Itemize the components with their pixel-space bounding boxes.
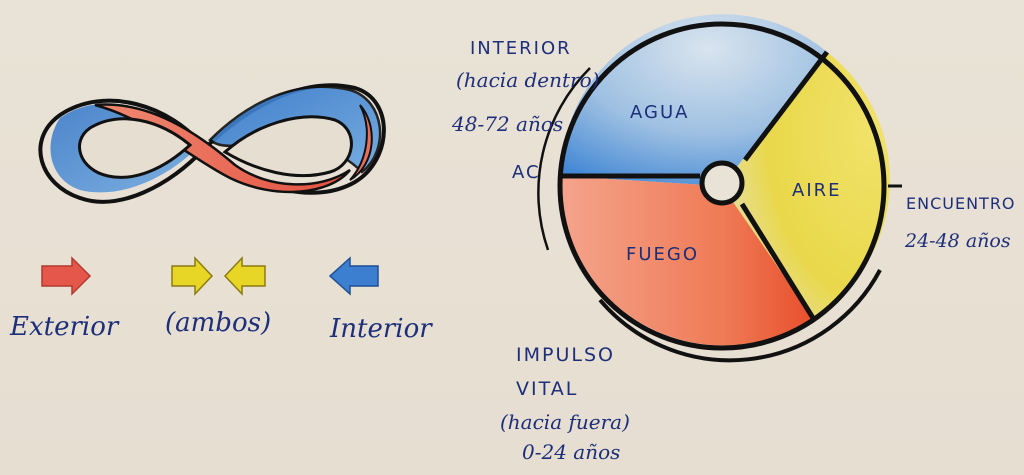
infinity-loop <box>38 83 386 204</box>
impulso-title: IMPULSO <box>516 344 615 366</box>
wheel-outer-arc <box>598 269 882 363</box>
infinity-inner-left <box>78 117 193 179</box>
infinity-inner-right <box>222 115 353 178</box>
wheel-left-arc <box>537 67 591 251</box>
wheel-segment-fuego <box>560 176 813 346</box>
encuentro-title: ENCUENTRO <box>906 194 1016 213</box>
arrow-right-icon <box>41 256 92 296</box>
segment-label-fuego: FUEGO <box>626 244 700 265</box>
segment-label-agua: AGUA <box>630 102 690 123</box>
wheel-hub <box>699 160 745 206</box>
arrows-inward-icon <box>171 256 266 296</box>
interior-title: INTERIOR <box>470 38 572 59</box>
interior-subtitle: (hacia dentro) <box>456 68 600 92</box>
divider-agua-aire <box>743 50 829 162</box>
legend-exterior-label: Exterior <box>10 312 119 342</box>
vital-title: VITAL <box>516 378 579 400</box>
legend-ambos-label: (ambos) <box>165 308 272 338</box>
wheel-segment-aire <box>722 52 890 318</box>
impulso-subtitle: (hacia fuera) <box>500 410 630 434</box>
segment-label-aire: AIRE <box>792 180 842 201</box>
impulso-age: 0-24 años <box>522 440 621 464</box>
ac-label: AC <box>512 162 541 183</box>
wheel-outer-ring <box>557 21 887 351</box>
divider-aire-fuego <box>739 202 816 320</box>
encuentro-age: 24-48 años <box>905 230 1011 252</box>
wheel <box>537 14 902 363</box>
infinity-red-right-edge <box>349 104 373 181</box>
arrow-left-icon <box>328 256 379 296</box>
legend-interior-label: Interior <box>330 314 432 344</box>
interior-age: 48-72 años <box>452 112 564 136</box>
